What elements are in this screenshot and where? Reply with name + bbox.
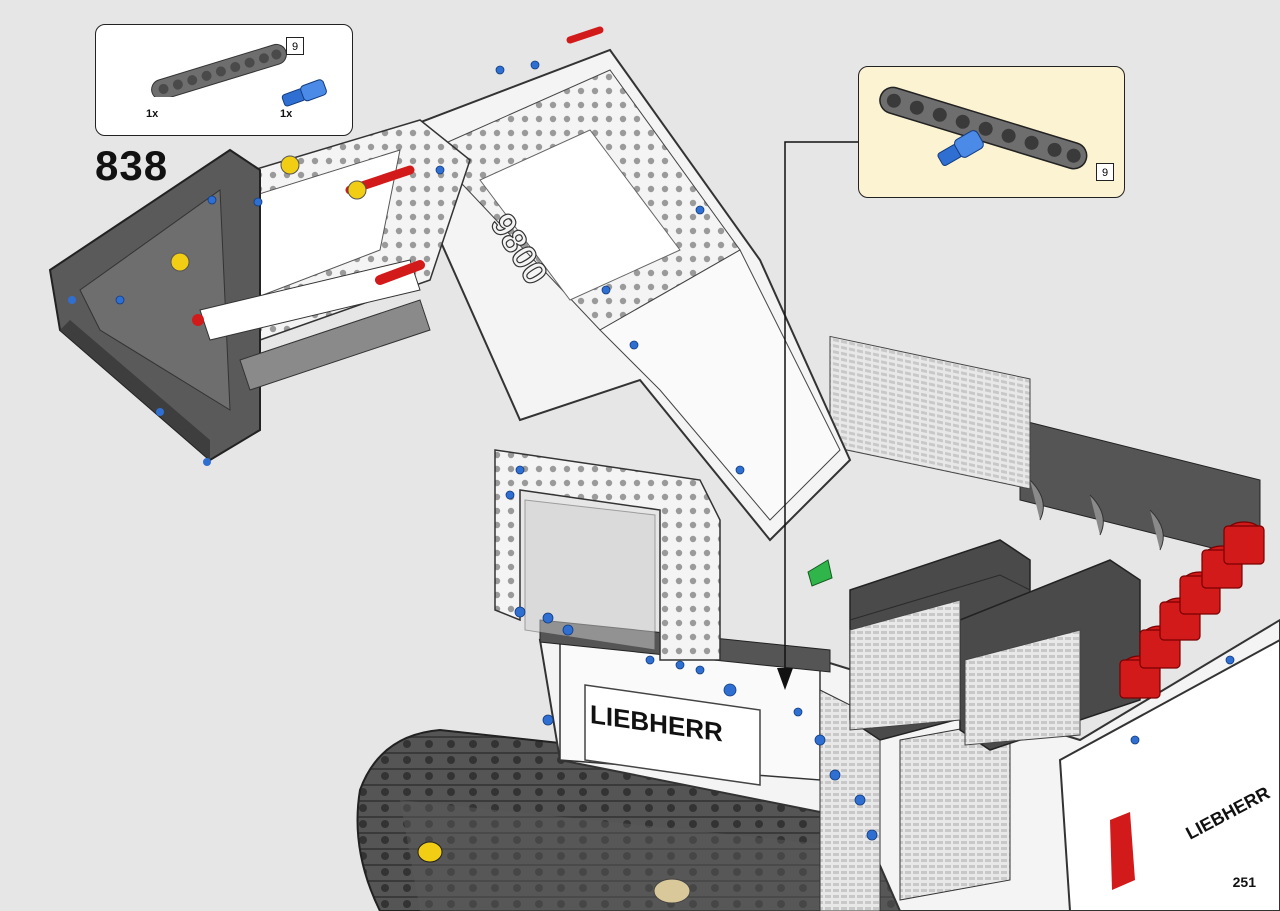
engine-blocks: [829, 335, 1261, 751]
page-number: 251: [1232, 874, 1256, 890]
hydraulic-cylinders: [170, 26, 604, 391]
blue-pins: [115, 60, 1235, 841]
cab-frame: [494, 449, 721, 661]
blue-pin-part: [281, 79, 327, 107]
callout-length-tag: 9: [1096, 163, 1114, 181]
callout-pointer: [777, 141, 858, 690]
beam-quantity: 1x: [146, 108, 159, 120]
parts-list-box: 1x 1x 9: [95, 24, 353, 136]
red-exhausts: [1119, 521, 1265, 699]
bucket-assembly: [48, 148, 261, 466]
callout-beam-with-pin: [879, 86, 1088, 170]
liebherr-side-panel: LIEBHERR: [584, 684, 761, 786]
step-number: 838: [95, 142, 169, 189]
green-connector: [807, 559, 833, 587]
beam-length-tag: 9: [286, 37, 304, 55]
pin-quantity: 1x: [280, 108, 293, 120]
callout-box: 9: [858, 66, 1125, 198]
gray-beam-part: [151, 43, 287, 97]
